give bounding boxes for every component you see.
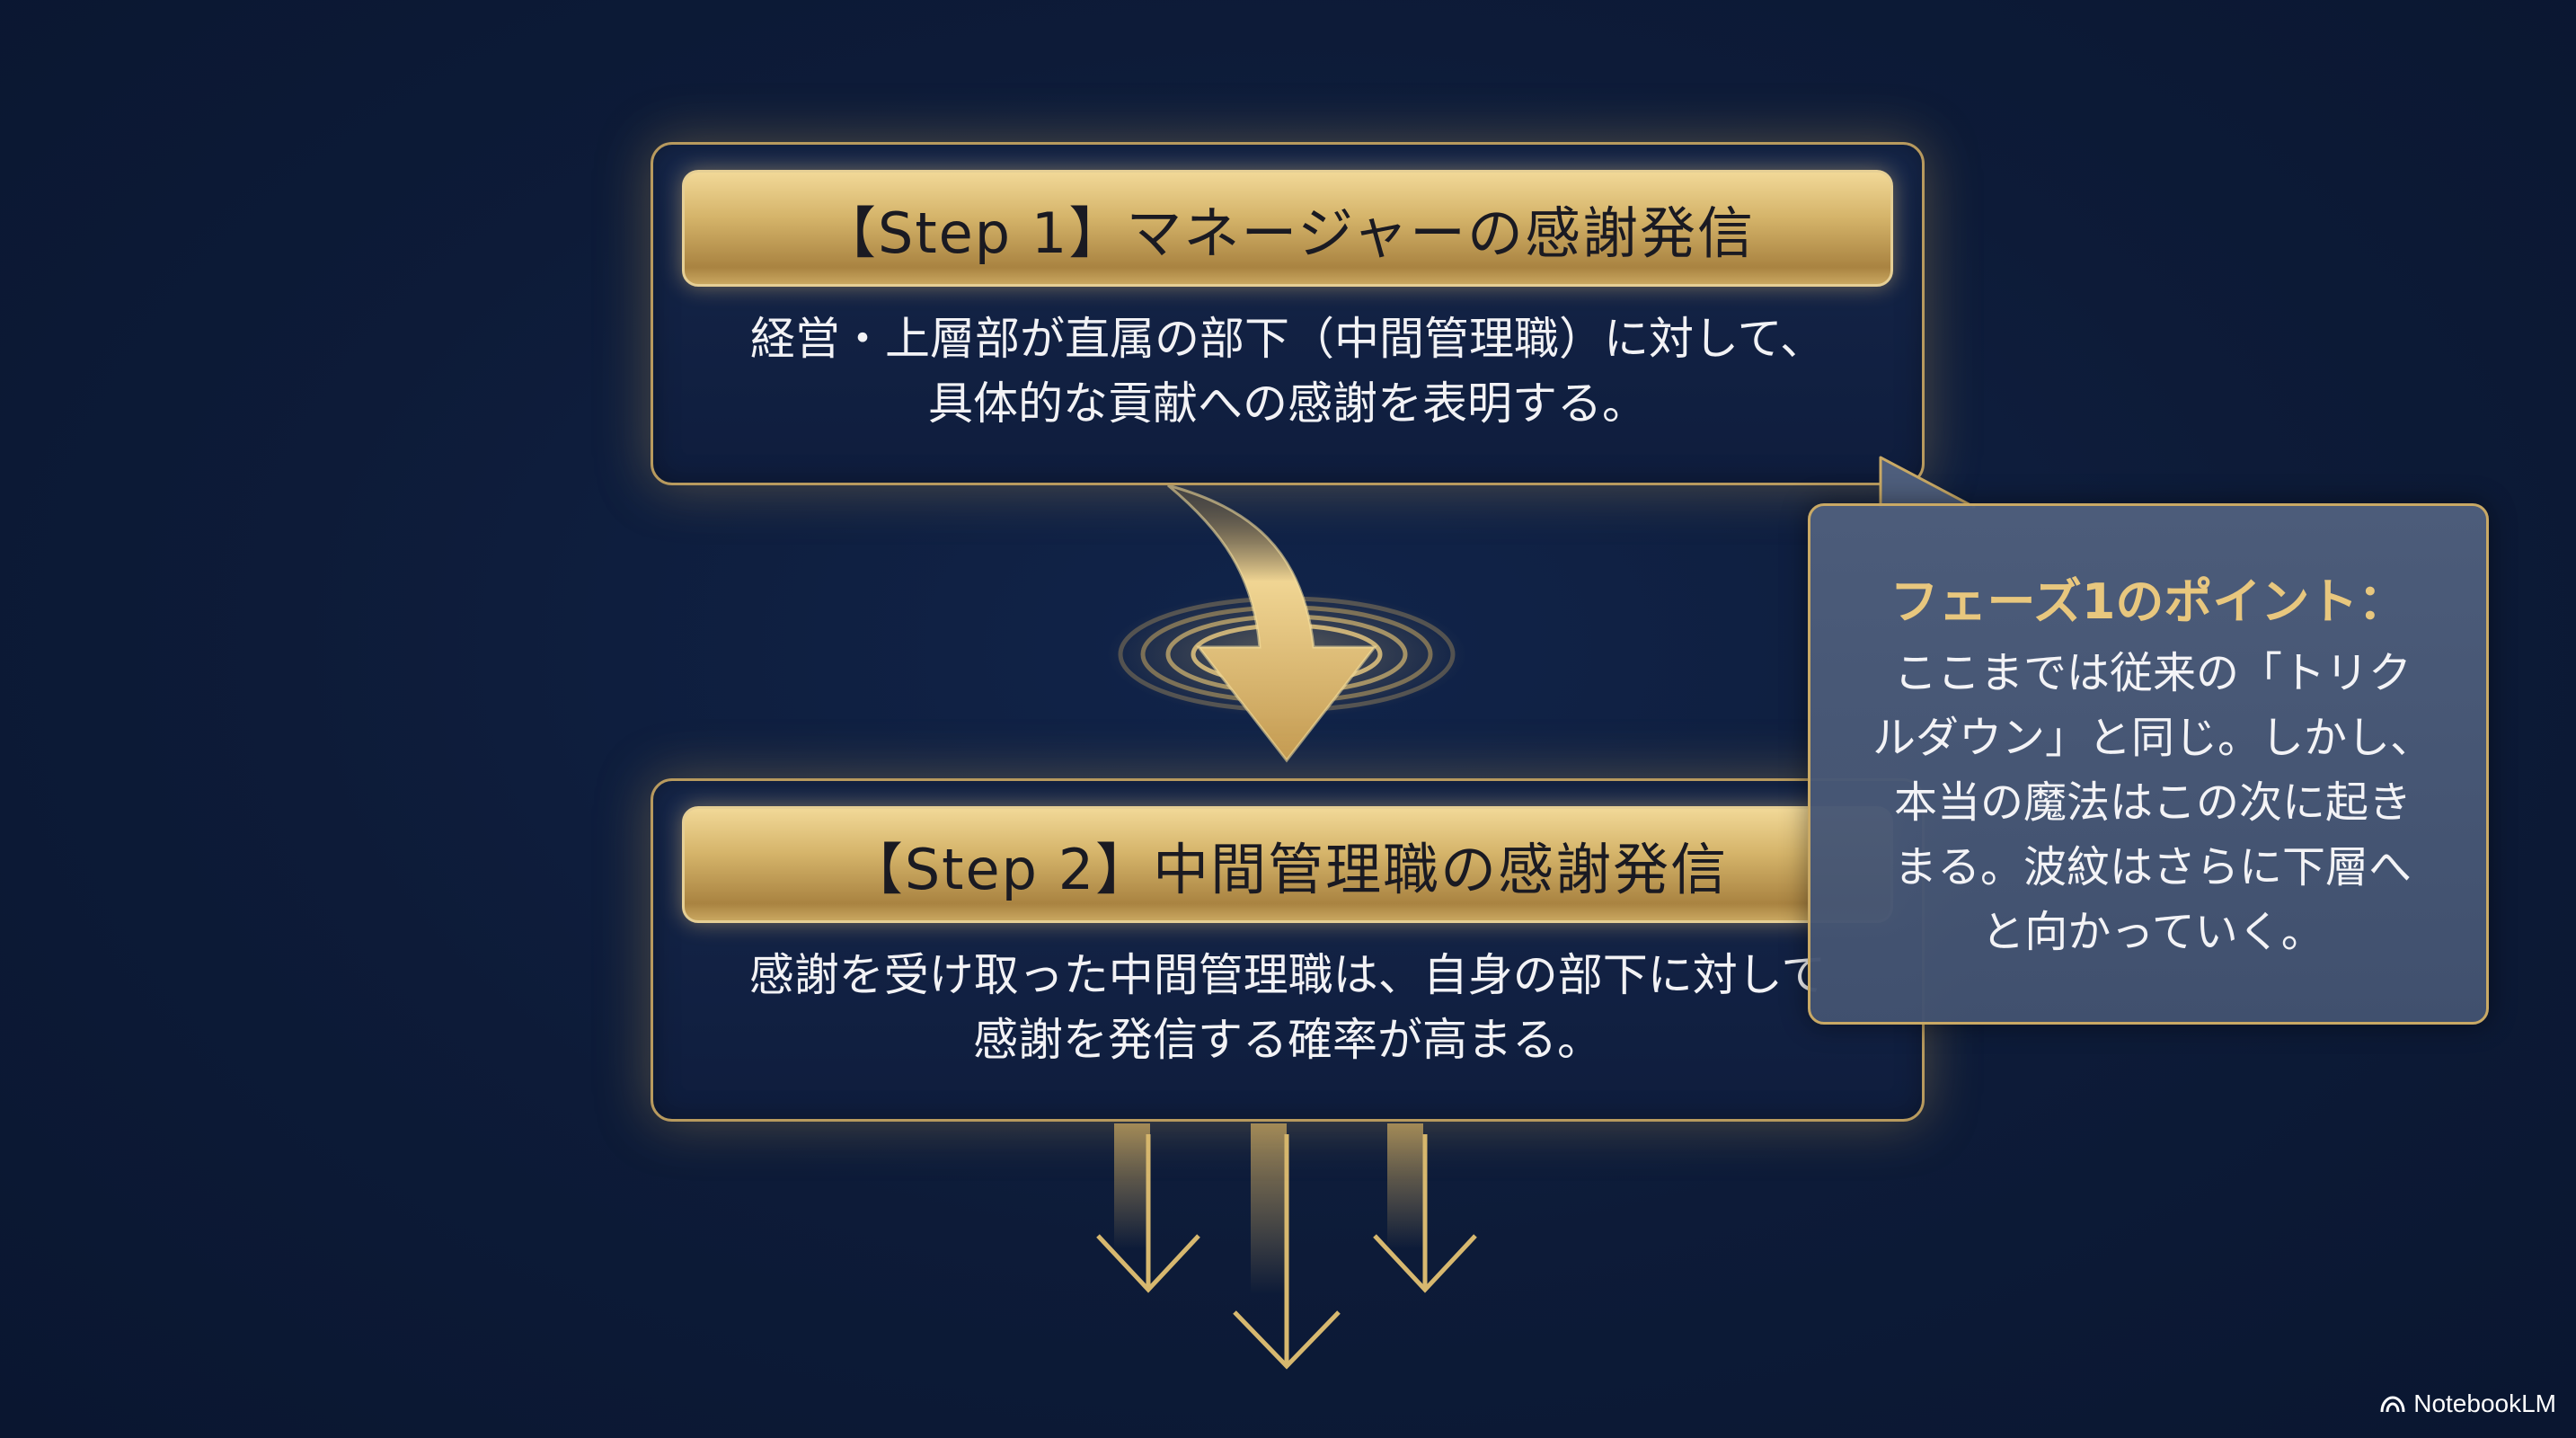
callout-title: フェーズ1のポイント：: [1890, 573, 2407, 630]
step-2-line-2: 感謝を発信する確率が高まる。: [973, 1014, 1602, 1066]
callout-line-1: ここまでは従来の「トリク: [1893, 648, 2412, 698]
callout-line-3: 本当の魔法はこの次に起き: [1893, 777, 2412, 828]
step-2-line-1: 感謝を受け取った中間管理職は、自身の部下に対して: [748, 949, 1827, 1001]
step-2-card: 【Step 2】中間管理職の感謝発信 感謝を受け取った中間管理職は、自身の部下に…: [651, 778, 1925, 1122]
callout-line-4: まる。波紋はさらに下層へ: [1893, 842, 2412, 892]
step-1-header: 【Step 1】マネージャーの感謝発信: [682, 170, 1893, 287]
brand-name: NotebookLM: [2413, 1389, 2556, 1417]
callout-line-5: と向かっていく。: [1981, 907, 2324, 957]
notebooklm-watermark: NotebookLM: [2379, 1389, 2556, 1418]
step-1-line-1: 経営・上層部が直属の部下（中間管理職）に対して、: [750, 313, 1825, 365]
phase-1-point-callout: フェーズ1のポイント： ここまでは従来の「トリク ルダウン」と同じ。しかし、 本…: [1808, 503, 2489, 1025]
step-2-title: 【Step 2】中間管理職の感謝発信: [846, 837, 1729, 902]
down-arrows-icon: [1096, 1123, 1477, 1370]
callout-tail: [1879, 456, 1976, 509]
step-1-card: 【Step 1】マネージャーの感謝発信 経営・上層部が直属の部下（中間管理職）に…: [651, 142, 1925, 485]
notebooklm-logo-icon: [2380, 1396, 2405, 1413]
step-1-title: 【Step 1】マネージャーの感謝発信: [820, 200, 1755, 266]
step-1-line-2: 具体的な貢献への感謝を表明する。: [928, 377, 1647, 430]
step-2-description: 感謝を受け取った中間管理職は、自身の部下に対して 感謝を発信する確率が高まる。: [689, 943, 1886, 1072]
curved-down-arrow-icon: [1167, 484, 1378, 763]
step-1-description: 経営・上層部が直属の部下（中間管理職）に対して、 具体的な貢献への感謝を表明する…: [689, 306, 1886, 436]
callout-line-2: ルダウン」と同じ。しかし、: [1872, 713, 2433, 763]
callout-body: ここまでは従来の「トリク ルダウン」と同じ。しかし、 本当の魔法はこの次に起き …: [1855, 641, 2450, 964]
step-2-header: 【Step 2】中間管理職の感謝発信: [682, 806, 1893, 923]
